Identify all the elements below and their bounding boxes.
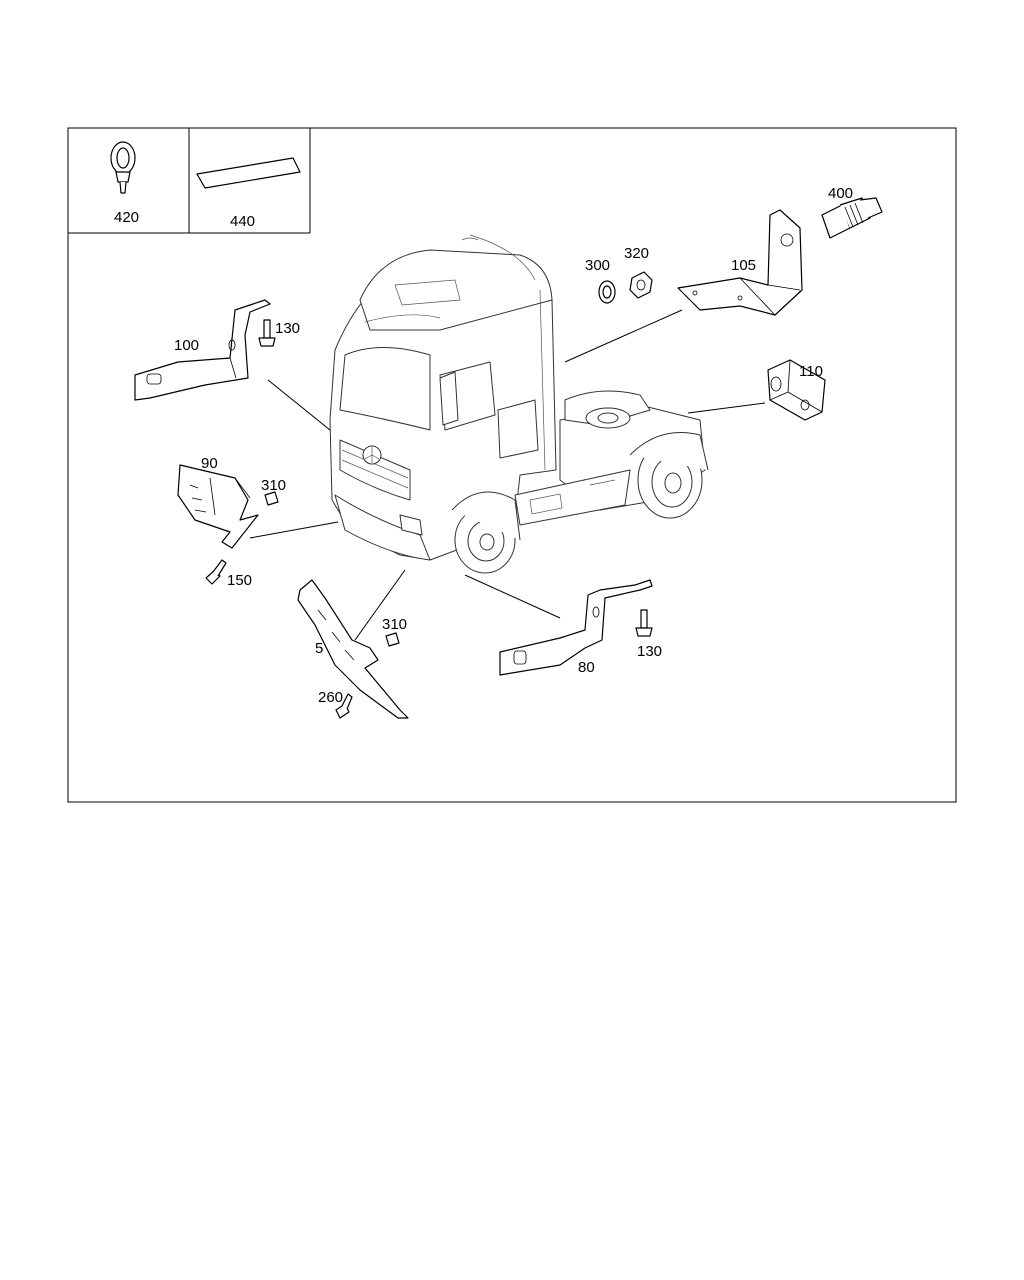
bracket-90 [177,464,259,549]
callout-5: 5 [315,640,323,657]
callout-110: 110 [799,363,823,380]
callout-320: 320 [624,245,649,262]
connector-400 [821,197,883,239]
bolt-150 [205,559,227,585]
callout-130-upper: 130 [275,320,300,337]
bolt-260 [335,693,353,719]
clip-nut-310-lower [385,632,400,647]
callout-80: 80 [578,659,595,676]
callout-440: 440 [230,213,255,230]
callout-130-lower: 130 [637,643,662,660]
clip-nut-310-upper [264,491,279,506]
callout-150: 150 [227,572,252,589]
leader-105 [564,309,683,363]
cable-tie-icon [110,141,136,194]
bracket-105 [677,209,803,316]
diagram-frame [67,127,957,803]
leader-5 [354,569,406,641]
truck-illustration [329,234,709,574]
adhesive-strip-icon [196,157,301,189]
leader-110 [687,402,766,414]
callout-90: 90 [201,455,218,472]
leader-100 [267,379,331,431]
callout-400: 400 [828,185,853,202]
bracket-80 [499,579,653,676]
washer-300 [598,280,616,304]
callout-300: 300 [585,257,610,274]
callout-420: 420 [114,209,139,226]
leader-80 [464,574,561,619]
callout-310-upper: 310 [261,477,286,494]
callout-260: 260 [318,689,343,706]
bolt-130-lower [635,609,653,637]
callout-310-lower: 310 [382,616,407,633]
leader-90 [249,521,339,539]
callout-100: 100 [174,337,199,354]
bolt-130-upper [258,319,276,347]
bracket-5 [297,579,409,719]
nut-320 [629,271,653,299]
callout-105: 105 [731,257,756,274]
mount-block-110 [767,359,826,421]
bracket-100 [134,299,271,401]
